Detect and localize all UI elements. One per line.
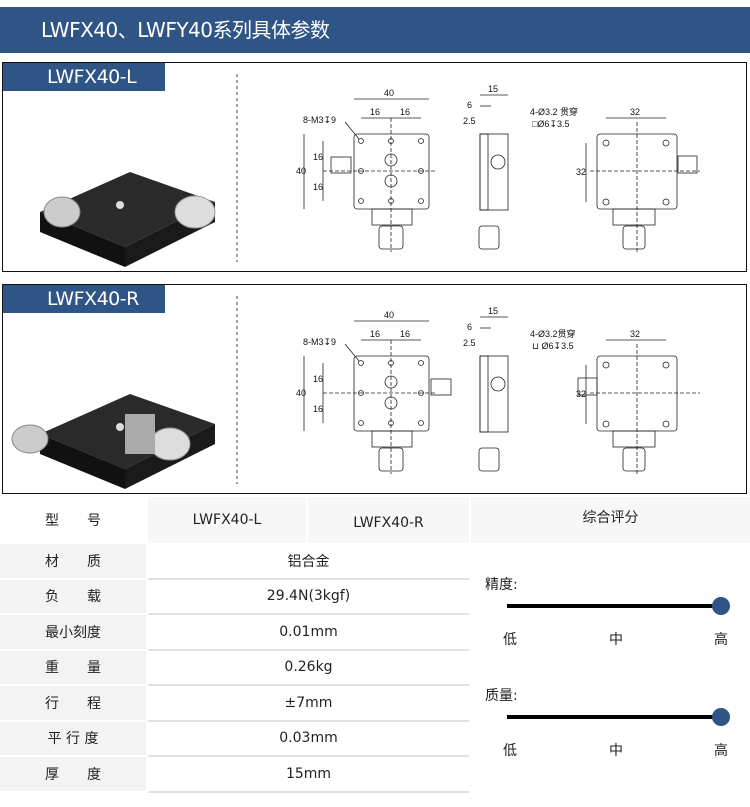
tap-label: 8-M3↧9 — [303, 337, 336, 347]
side-view — [478, 94, 509, 250]
dim-width: 40 — [384, 310, 394, 320]
rating-track — [507, 604, 721, 608]
dim-16c: 16 — [313, 152, 323, 162]
spec-label: 厚 度 — [0, 757, 146, 791]
dim-16a: 16 — [370, 329, 380, 339]
product-drawing: 40 16 16 40 16 16 8-M3↧9 15 6 2.5 4-Ø3.2… — [11, 296, 700, 489]
dim-2-5: 2.5 — [463, 116, 476, 126]
rating-track — [507, 715, 721, 719]
bottom-view — [577, 339, 700, 474]
spec-value: 0.26kg — [148, 650, 469, 686]
dim-16b: 16 — [400, 329, 410, 339]
dim-15: 15 — [488, 84, 498, 94]
bottom-view — [585, 117, 700, 252]
rating-knob — [712, 708, 730, 726]
scale-low: 低 — [503, 743, 517, 759]
dim-16d: 16 — [313, 182, 323, 192]
scale-high: 高 — [714, 632, 728, 648]
dim-32v: 32 — [576, 389, 586, 399]
product-photo — [11, 394, 215, 489]
scale-low: 低 — [503, 632, 517, 648]
scale-mid: 中 — [609, 743, 623, 759]
dim-6: 6 — [467, 322, 472, 332]
header-model-label: 型 号 — [0, 497, 146, 543]
dim-height: 40 — [296, 166, 306, 176]
header-model-r: LWFX40-R — [308, 497, 469, 543]
spec-value: 0.03mm — [148, 721, 469, 757]
dim-6: 6 — [467, 100, 472, 110]
hole-label: 4-Ø3.2 贯穿 — [530, 106, 578, 117]
front-view — [303, 98, 435, 252]
spec-value: 15mm — [148, 757, 469, 793]
spec-value: 0.01mm — [148, 615, 469, 651]
dim-16a: 16 — [370, 107, 380, 117]
side-view — [478, 316, 509, 472]
dim-16b: 16 — [400, 107, 410, 117]
dim-32h: 32 — [630, 329, 640, 339]
counterbore-label: □Ø6↧3.5 — [532, 119, 570, 129]
page-title: LWFX40、LWFY40系列具体参数 — [0, 7, 750, 53]
tap-label: 8-M3↧9 — [303, 115, 336, 125]
front-view — [303, 320, 452, 474]
model-tab: LWFX40-R — [3, 285, 165, 313]
product-section: 40 16 16 40 16 16 8-M3↧9 15 6 2.5 4-Ø3.2… — [2, 62, 747, 272]
spec-value: 29.4N(3kgf) — [148, 579, 469, 615]
rating-panel: 精度: 低 中 高质量: 低 中 高 — [471, 544, 750, 795]
hole-label: 4-Ø3.2贯穿 — [530, 328, 576, 339]
product-drawing: 40 16 16 40 16 16 8-M3↧9 15 6 2.5 4-Ø3.2… — [40, 74, 700, 267]
spec-label: 平 行 度 — [0, 721, 146, 755]
model-tab: LWFX40-L — [3, 63, 165, 91]
dim-width: 40 — [384, 88, 394, 98]
dim-height: 40 — [296, 388, 306, 398]
scale-mid: 中 — [609, 632, 623, 648]
product-section: 40 16 16 40 16 16 8-M3↧9 15 6 2.5 4-Ø3.2… — [2, 284, 747, 494]
rating-label: 质量: — [485, 688, 518, 704]
counterbore-label: ⊔ Ø6↧3.5 — [532, 341, 574, 351]
header-rating: 综合评分 — [471, 497, 750, 543]
product-photo — [40, 172, 216, 267]
scale-high: 高 — [714, 743, 728, 759]
rating-knob — [712, 597, 730, 615]
dim-32h: 32 — [630, 107, 640, 117]
spec-label: 最小刻度 — [0, 615, 146, 649]
rating-label: 精度: — [485, 577, 518, 593]
spec-value: 铝合金 — [148, 544, 469, 580]
spec-label: 重 量 — [0, 650, 146, 684]
spec-label: 负 载 — [0, 579, 146, 613]
spec-label: 材 质 — [0, 544, 146, 578]
spec-label: 行 程 — [0, 686, 146, 720]
dim-16d: 16 — [313, 404, 323, 414]
dim-16c: 16 — [313, 374, 323, 384]
dim-32v: 32 — [576, 167, 586, 177]
header-model-l: LWFX40-L — [148, 497, 306, 543]
spec-value: ±7mm — [148, 686, 469, 722]
dim-15: 15 — [488, 306, 498, 316]
dim-2-5: 2.5 — [463, 338, 476, 348]
